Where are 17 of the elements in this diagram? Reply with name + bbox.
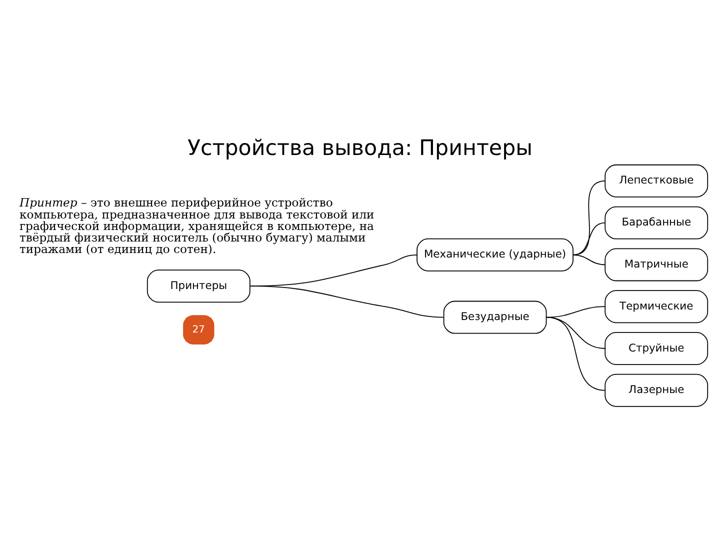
node-box: Безударные bbox=[443, 300, 547, 334]
node-box: Термические bbox=[604, 290, 708, 323]
connector bbox=[546, 316, 606, 390]
label: Принтер – это внешнее периферийное устройство компьютера, предназначенное для вывода текстовой или графической информации, хранящейся в компьютере, на твёрдый физический носитель (обычно бумагу) малыми тиражами (от единиц до сотен). bbox=[19, 195, 374, 256]
node-box: Принтеры bbox=[146, 269, 250, 302]
node-box: Лепестковые bbox=[604, 164, 708, 197]
connector bbox=[250, 285, 444, 318]
connector bbox=[572, 222, 606, 255]
connector bbox=[572, 180, 606, 255]
node-box: Лазерные bbox=[604, 373, 708, 406]
diagram-title: Устройства вывода: Принтеры bbox=[187, 136, 533, 161]
node-box: Матричные bbox=[604, 248, 708, 281]
node-box: Механические (ударные) bbox=[416, 238, 574, 271]
label: 27 bbox=[192, 324, 205, 335]
connector bbox=[572, 254, 606, 265]
node-box: Барабанные bbox=[604, 206, 708, 239]
node-box: Струйные bbox=[604, 332, 708, 364]
